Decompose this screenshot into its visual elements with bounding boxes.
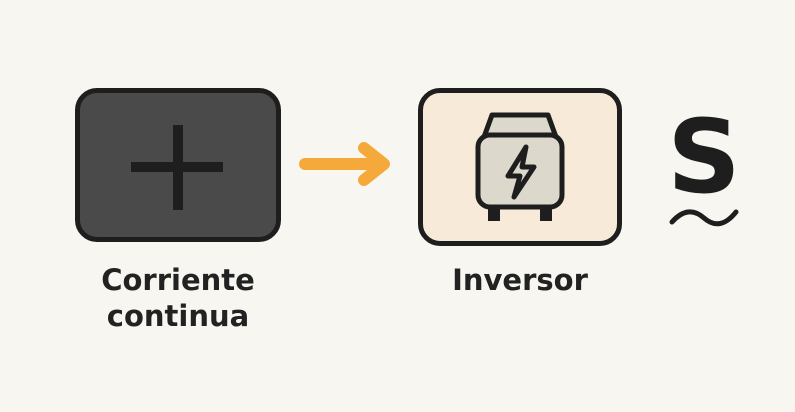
svg-text:S: S	[667, 98, 740, 217]
inverter-lightning-icon	[475, 112, 565, 221]
plus-icon	[131, 125, 223, 210]
inverter-box	[418, 88, 622, 246]
inverter-label: Inversor	[452, 263, 588, 297]
dc-source-label: Corriente continua	[101, 263, 255, 333]
arrow-right-icon	[299, 142, 390, 186]
dc-source-box	[75, 88, 281, 242]
ac-sine-wave-icon: S	[667, 98, 741, 227]
